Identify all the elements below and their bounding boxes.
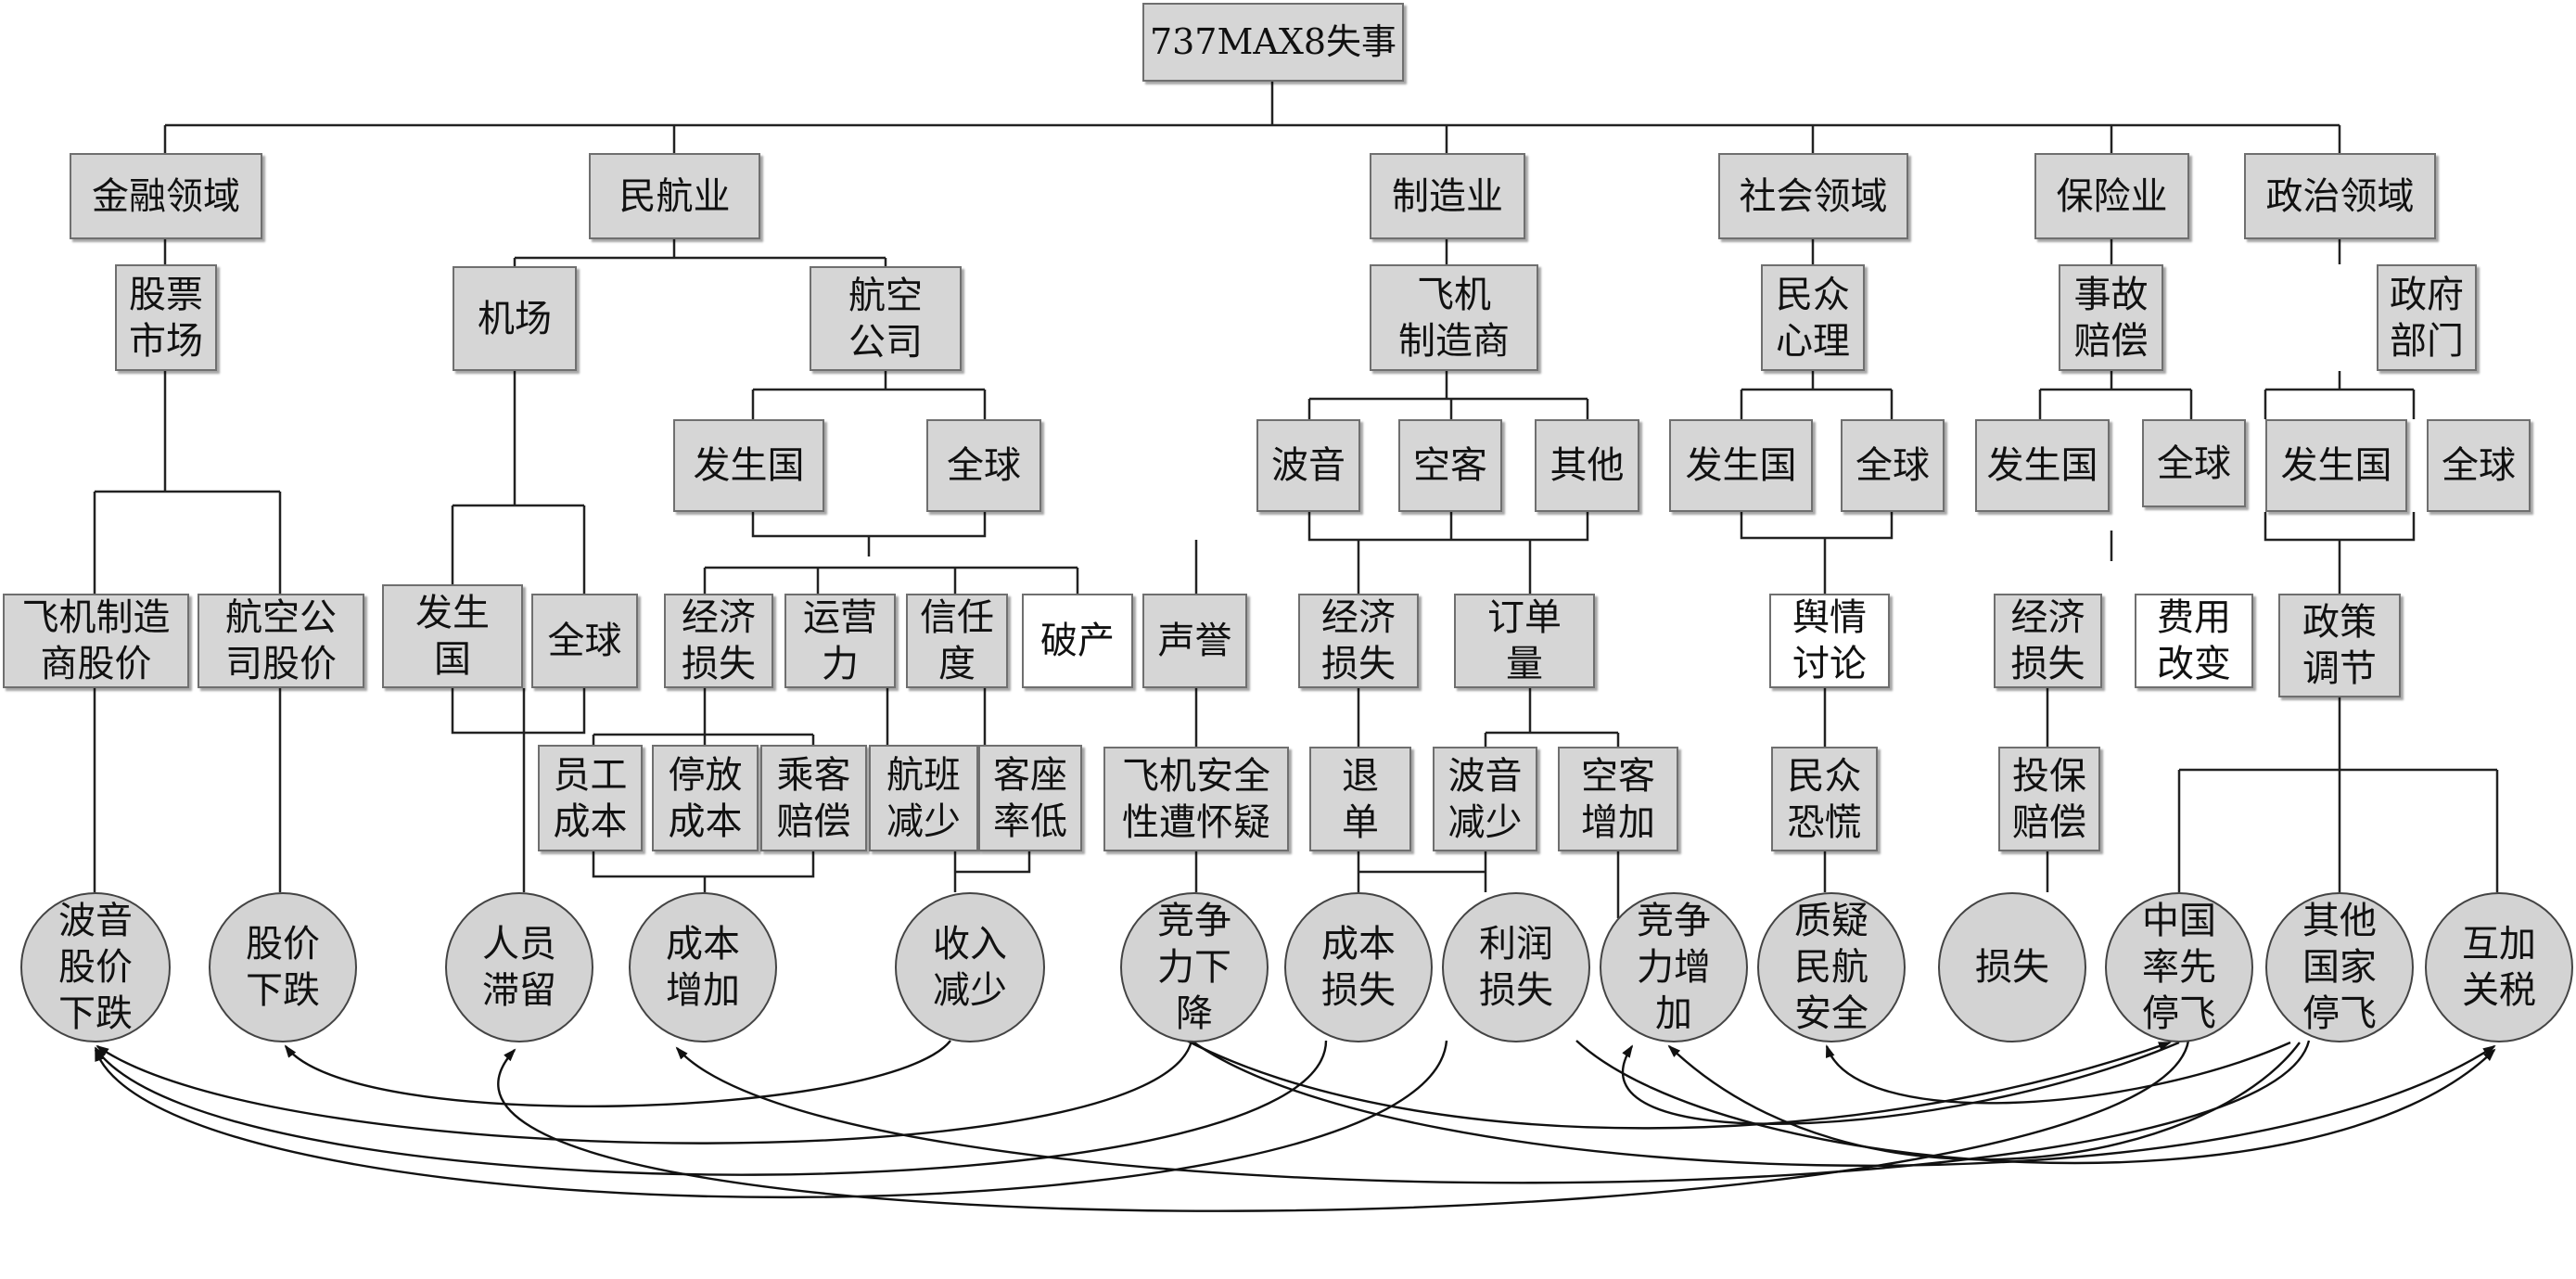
- airline-stock-price: 航空公 司股价: [198, 594, 364, 688]
- boeing-stock-drop-circle: 波音 股价 下跌: [20, 892, 171, 1042]
- competitiveness-increase-circle: 竞争 力增 加: [1600, 892, 1748, 1042]
- cost-loss-circle: 成本 损失: [1284, 892, 1433, 1042]
- insurance-origin-country: 发生国: [1975, 419, 2110, 512]
- reputation-node: 声誉: [1142, 594, 1247, 688]
- airline-node: 航空 公司: [810, 266, 962, 371]
- question-aviation-safety-circle: 质疑 民航 安全: [1757, 892, 1906, 1042]
- root-node: 737MAX8失事: [1142, 3, 1404, 82]
- domain-civil-aviation: 民航业: [589, 153, 760, 239]
- domain-social: 社会领域: [1718, 153, 1908, 239]
- bankruptcy-node: 破产: [1022, 594, 1133, 688]
- public-psychology-node: 民众 心理: [1761, 264, 1865, 371]
- revenue-decrease-circle: 收入 减少: [895, 892, 1045, 1042]
- boeing-decrease-node: 波音 减少: [1433, 747, 1537, 851]
- domain-insurance: 保险业: [2034, 153, 2189, 239]
- airbus-node: 空客: [1398, 419, 1502, 512]
- competitiveness-decline-circle: 竞争 力下 降: [1120, 892, 1269, 1042]
- low-load-factor-node: 客座 率低: [978, 745, 1082, 851]
- airline-economic-loss: 经济 损失: [664, 594, 773, 688]
- domain-manufacturing: 制造业: [1370, 153, 1525, 239]
- cost-change-node: 费用 改变: [2135, 594, 2253, 688]
- order-volume: 订单 量: [1454, 594, 1595, 688]
- china-first-grounding-circle: 中国 率先 停飞: [2105, 892, 2253, 1042]
- passenger-compensation-node: 乘客 赔偿: [760, 745, 867, 851]
- cost-increase-circle: 成本 增加: [629, 892, 777, 1042]
- airbus-increase-node: 空客 增加: [1558, 747, 1678, 851]
- public-opinion-node: 舆情 讨论: [1769, 594, 1890, 688]
- parking-cost-node: 停放 成本: [652, 745, 759, 851]
- flight-reduction-node: 航班 减少: [869, 745, 978, 851]
- safety-doubt-node: 飞机安全 性遭怀疑: [1103, 747, 1289, 851]
- politics-origin-country: 发生国: [2265, 419, 2407, 512]
- domain-politics: 政治领域: [2244, 153, 2436, 239]
- policy-adjustment-node: 政策 调节: [2278, 594, 2401, 697]
- airline-global: 全球: [926, 419, 1041, 512]
- trust-level: 信任 度: [906, 594, 1008, 688]
- operational-capacity: 运营 力: [784, 594, 896, 688]
- politics-global: 全球: [2427, 419, 2531, 512]
- stock-market-node: 股票 市场: [115, 264, 217, 371]
- insurance-economic-loss: 经济 损失: [1994, 594, 2102, 688]
- airline-origin-country: 发生国: [673, 419, 824, 512]
- airport-global: 全球: [531, 594, 638, 688]
- accident-compensation-node: 事故 赔偿: [2059, 264, 2163, 371]
- government-node: 政府 部门: [2377, 264, 2477, 371]
- social-global: 全球: [1841, 419, 1945, 512]
- other-manufacturers-node: 其他: [1535, 419, 1639, 512]
- domain-finance: 金融领域: [70, 153, 262, 239]
- other-countries-grounding-circle: 其他 国家 停飞: [2265, 892, 2414, 1042]
- airport-origin-country: 发生 国: [382, 584, 523, 688]
- personnel-stranded-circle: 人员 滞留: [445, 892, 593, 1042]
- manufacturer-economic-loss: 经济 损失: [1298, 594, 1419, 688]
- staff-cost-node: 员工 成本: [538, 745, 643, 851]
- boeing-node: 波音: [1256, 419, 1360, 512]
- mutual-tariffs-circle: 互加 关税: [2425, 892, 2573, 1042]
- order-cancellation-node: 退 单: [1309, 747, 1411, 851]
- manufacturer-stock-price: 飞机制造 商股价: [3, 594, 189, 688]
- insured-compensation-node: 投保 赔偿: [1998, 747, 2100, 851]
- stock-drop-circle: 股价 下跌: [209, 892, 357, 1042]
- aircraft-manufacturer-node: 飞机 制造商: [1370, 264, 1538, 371]
- social-origin-country: 发生国: [1669, 419, 1813, 512]
- loss-circle: 损失: [1938, 892, 2086, 1042]
- profit-loss-circle: 利润 损失: [1442, 892, 1590, 1042]
- airport-node: 机场: [453, 266, 577, 371]
- public-panic-node: 民众 恐慌: [1771, 747, 1878, 851]
- insurance-global: 全球: [2142, 419, 2246, 507]
